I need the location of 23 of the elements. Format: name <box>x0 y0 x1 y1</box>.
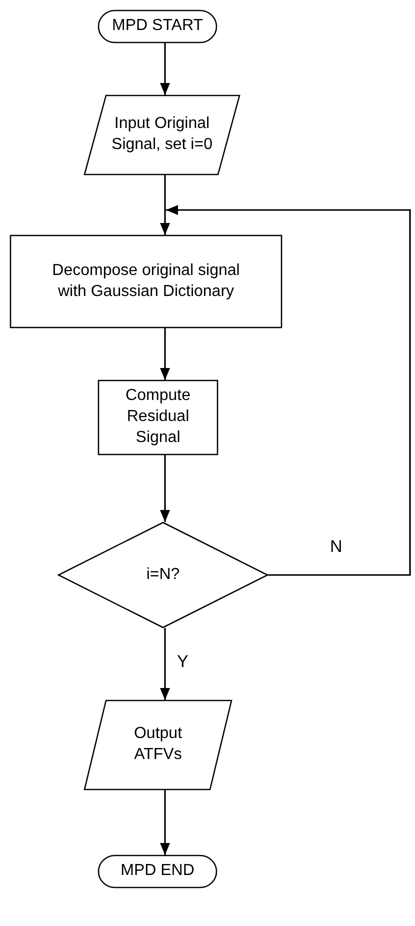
arrow <box>160 455 170 522</box>
node-text: Compute Residual Signal <box>126 386 190 448</box>
arrow <box>160 328 170 380</box>
terminal-shape <box>98 855 217 888</box>
process-box <box>98 380 218 455</box>
arrow <box>160 175 170 235</box>
decision-diamond <box>58 522 268 628</box>
arrow <box>166 205 411 576</box>
node-text: Output ATFVs <box>132 724 184 765</box>
edge-label: Y <box>177 652 188 672</box>
node-text: Decompose original signal with Gaussian Dictionary <box>51 260 241 302</box>
io-parallelogram <box>84 700 232 790</box>
node-text: Input Original Signal, set i=0 <box>110 114 214 155</box>
process-box <box>10 235 282 328</box>
terminal-shape <box>98 10 217 43</box>
arrow <box>160 43 170 95</box>
edge-label: N <box>330 537 342 557</box>
arrow <box>160 790 170 855</box>
io-parallelogram <box>84 95 240 175</box>
arrow <box>160 628 170 700</box>
node-text: MPD START <box>112 16 203 36</box>
node-text: i=N? <box>146 564 180 585</box>
node-text: MPD END <box>120 861 194 882</box>
